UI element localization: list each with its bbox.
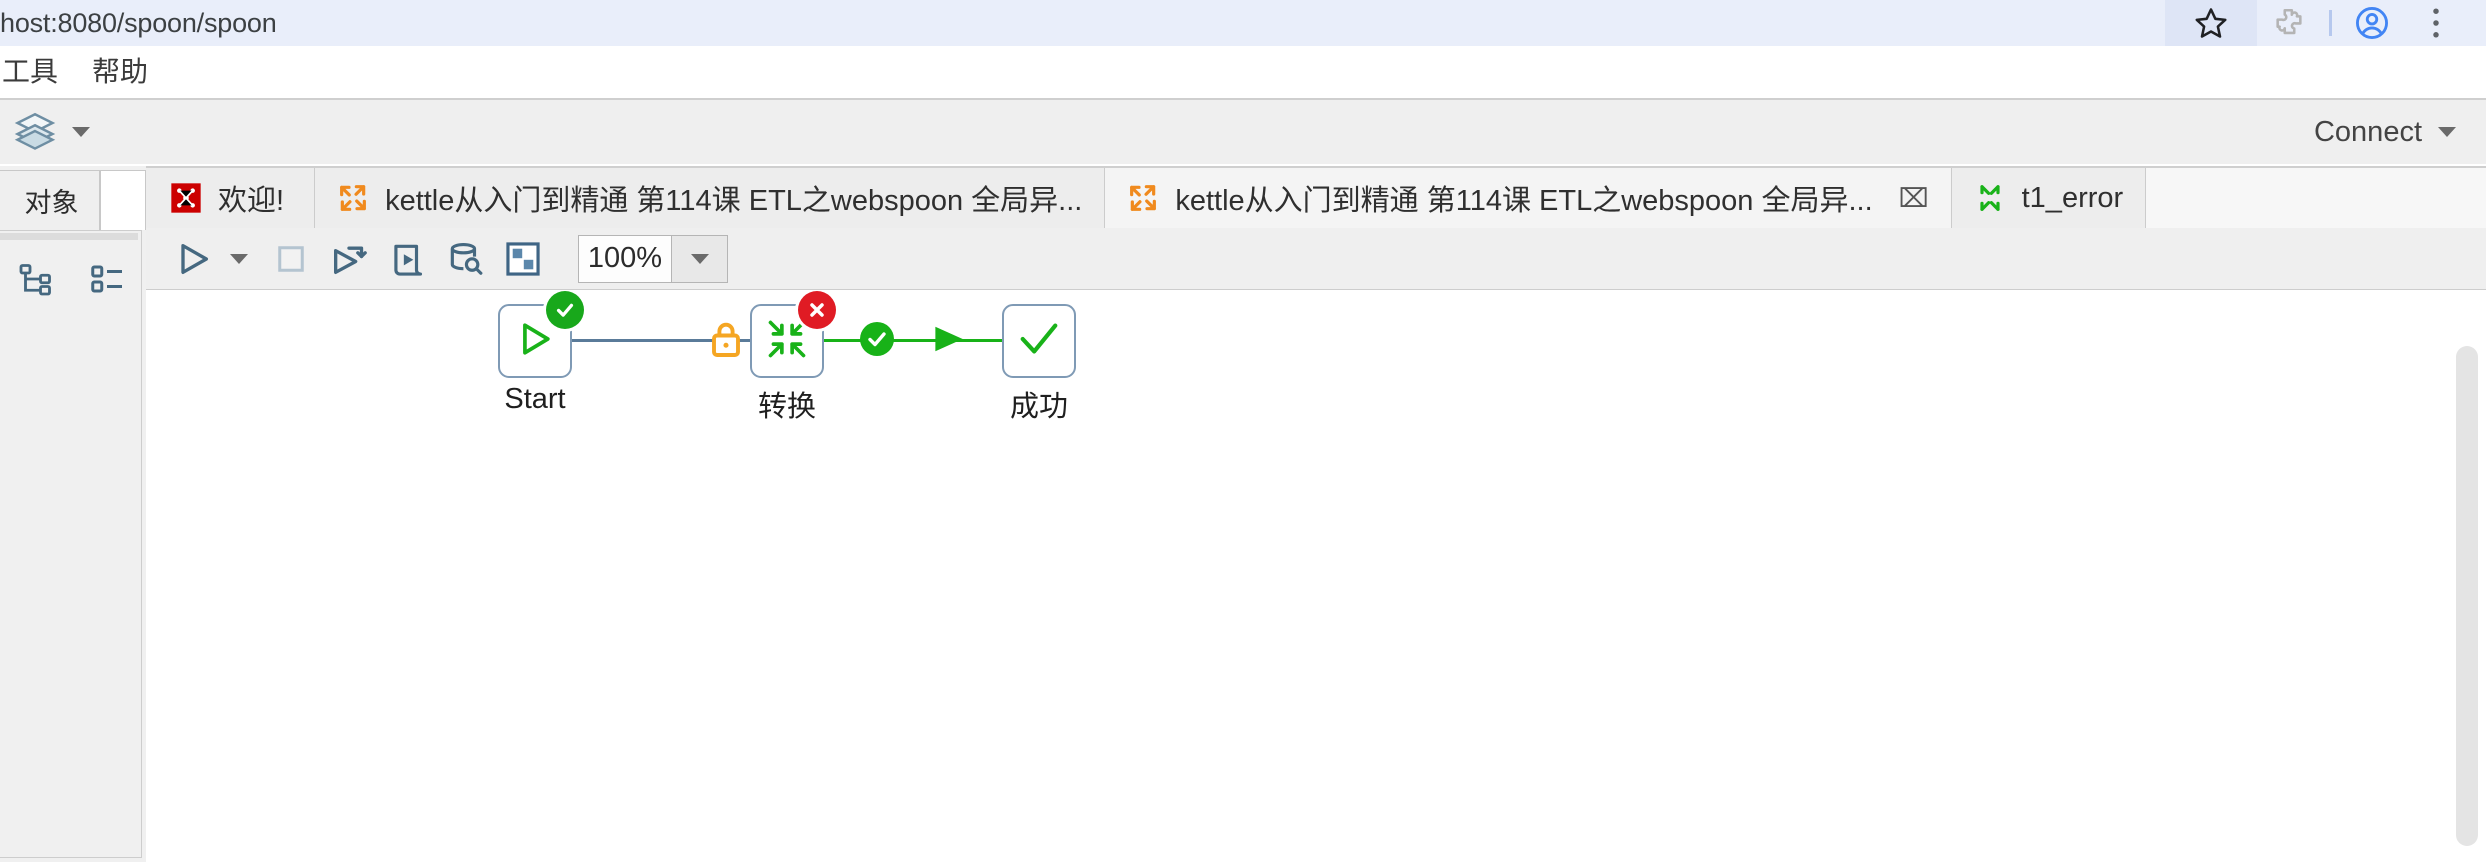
- zoom-level-chevron-down-icon[interactable]: [671, 235, 727, 282]
- sidebar-tabrow: 对象: [0, 170, 146, 230]
- zoom-level-combobox[interactable]: 100%: [578, 234, 728, 283]
- play-triangle-icon: [513, 317, 557, 366]
- stop-button[interactable]: [266, 234, 316, 284]
- tab-transformation-1[interactable]: kettle从入门到精通 第114课 ETL之webspoon 全局异...: [315, 168, 1106, 228]
- layers-icon[interactable]: [14, 109, 56, 156]
- address-bar-url[interactable]: host:8080/spoon/spoon: [0, 7, 277, 38]
- browser-menu-icon[interactable]: [2404, 0, 2468, 46]
- hop-trans-to-success[interactable]: [824, 339, 1002, 342]
- node-label-start: Start: [504, 383, 566, 415]
- checkmark-icon: [1016, 316, 1062, 367]
- status-badge-error: [798, 291, 836, 329]
- chevron-down-glyph: [690, 253, 709, 264]
- sidebar-tab-secondary[interactable]: [100, 170, 146, 230]
- node-success[interactable]: [1002, 304, 1076, 378]
- tab-welcome[interactable]: 欢迎!: [146, 168, 316, 228]
- tab-close-icon[interactable]: ⌧: [1898, 182, 1929, 213]
- tab-label: t1_error: [2021, 181, 2124, 214]
- connect-label[interactable]: Connect: [2313, 115, 2422, 148]
- converge-arrows-icon: [765, 317, 809, 366]
- list-view-icon[interactable]: [71, 261, 142, 297]
- kettle-welcome-icon: [170, 182, 202, 214]
- browser-toolbar: host:8080/spoon/spoon: [0, 0, 2486, 46]
- run-step-button[interactable]: [324, 234, 374, 284]
- tab-label: kettle从入门到精通 第114课 ETL之webspoon 全局异...: [385, 185, 1083, 217]
- run-button[interactable]: [168, 234, 218, 284]
- profile-account-icon[interactable]: [2340, 0, 2404, 46]
- browser-actions: [2165, 0, 2486, 46]
- perspective-toolbar: Connect: [0, 100, 2486, 164]
- canvas-vertical-scrollbar[interactable]: [2456, 346, 2478, 846]
- sidebar-panel: [0, 230, 142, 858]
- tree-view-icon[interactable]: [0, 261, 71, 297]
- zoom-level-input[interactable]: 100%: [579, 235, 671, 282]
- explore-database-button[interactable]: [440, 234, 490, 284]
- lock-icon[interactable]: [708, 320, 744, 360]
- editor-tabbar: 欢迎! kettle从入门到精通 第114课 ETL之webspoon 全局异.…: [146, 166, 2486, 228]
- sql-editor-button[interactable]: [382, 234, 432, 284]
- perspective-selector[interactable]: [14, 109, 90, 156]
- node-label-success: 成功: [1009, 391, 1068, 423]
- sidebar-icon-row: [0, 261, 142, 297]
- tab-label: 欢迎!: [218, 185, 285, 217]
- sidebar-tab-label: 对象: [24, 188, 79, 218]
- extensions-puzzle-icon[interactable]: [2257, 0, 2321, 46]
- transformation-icon: [337, 182, 369, 214]
- hop-start-to-trans[interactable]: [572, 339, 750, 342]
- left-sidebar: 对象: [0, 166, 146, 862]
- hop-arrow-green-icon: [932, 324, 966, 359]
- node-label-transformation: 转换: [757, 391, 816, 423]
- sidebar-tab-objects[interactable]: 对象: [0, 170, 100, 230]
- menu-item-help[interactable]: 帮助: [92, 56, 149, 87]
- sidebar-panel-header: [0, 233, 138, 240]
- bookmark-star-icon[interactable]: [2165, 0, 2257, 46]
- application-menubar: 工具 帮助: [0, 46, 2486, 100]
- arrange-button[interactable]: [498, 234, 548, 284]
- tab-label: kettle从入门到精通 第114课 ETL之webspoon 全局异...: [1175, 185, 1873, 217]
- transformation-canvas[interactable]: Start 转换 成功: [146, 291, 2486, 862]
- menu-item-tools[interactable]: 工具: [2, 56, 59, 87]
- perspective-chevron-down-icon[interactable]: [72, 127, 90, 137]
- status-badge-success: [546, 291, 584, 329]
- run-options-chevron-down-icon[interactable]: [230, 253, 248, 264]
- toolbar-divider: [2329, 10, 2332, 36]
- connect-chevron-down-icon[interactable]: [2438, 127, 2456, 137]
- tab-t1-error[interactable]: t1_error: [1951, 168, 2147, 228]
- canvas-toolbar: 100%: [146, 228, 2486, 290]
- tab-transformation-2[interactable]: kettle从入门到精通 第114课 ETL之webspoon 全局异... ⌧: [1105, 168, 1952, 228]
- job-icon: [1974, 182, 2006, 214]
- connect-control[interactable]: Connect: [2314, 116, 2486, 149]
- transformation-icon: [1127, 182, 1159, 214]
- check-circle-icon[interactable]: [860, 322, 894, 356]
